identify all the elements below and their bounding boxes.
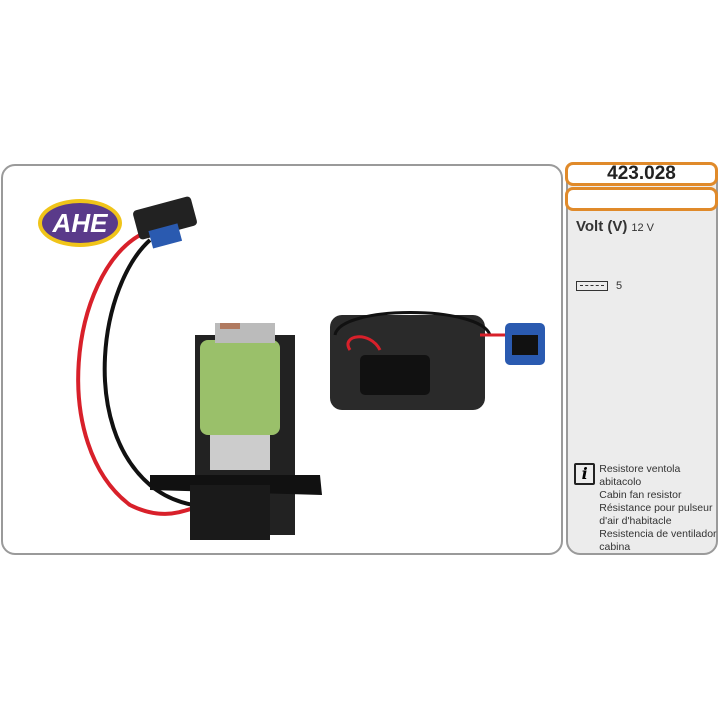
desc-en: Cabin fan resistor bbox=[599, 489, 682, 501]
product-photo bbox=[76, 196, 545, 540]
desc-fr-2: d'air d'habitacle bbox=[599, 515, 672, 527]
desc-es-1: Resistencia de ventilador de bbox=[599, 528, 717, 540]
volt-value: 12 V bbox=[631, 222, 655, 234]
secondary-code-box bbox=[565, 187, 718, 211]
volt-label: Volt (V) bbox=[576, 218, 628, 235]
pins-value: 5 bbox=[616, 280, 623, 292]
desc-fr-1: Résistance pour pulseur bbox=[599, 502, 713, 514]
product-code: 423.028 bbox=[565, 162, 718, 186]
connector-pins-icon bbox=[576, 281, 608, 291]
pins-spec: 5 bbox=[576, 280, 622, 292]
desc-it: Resistore ventola abitacolo bbox=[599, 463, 681, 488]
ahe-logo: AHE bbox=[38, 199, 122, 247]
info-icon: i bbox=[574, 463, 596, 485]
spec-panel bbox=[566, 164, 718, 555]
svg-text:AHE: AHE bbox=[52, 208, 109, 238]
desc-es-2: cabina bbox=[599, 541, 631, 553]
description: i Resistore ventola abitacolo Cabin fan … bbox=[574, 463, 720, 554]
volt-spec: Volt (V)12 V bbox=[576, 218, 654, 235]
